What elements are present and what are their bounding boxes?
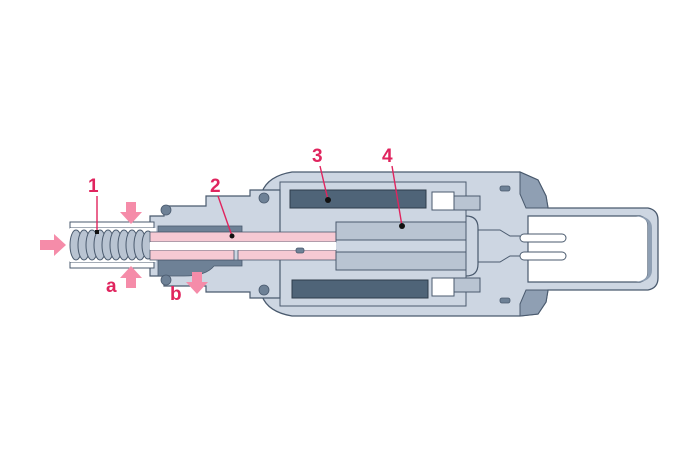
o-ring-seals (160, 185, 511, 304)
a-arrow-down-icon (120, 202, 142, 224)
solenoid-coil (289, 189, 481, 299)
part-labels: 1 2 3 4 a b (88, 146, 393, 305)
label-2: 2 (210, 176, 221, 197)
a-arrow-up-icon (120, 266, 142, 288)
label-1: 1 (88, 176, 99, 197)
label-b: b (170, 284, 182, 305)
inlet-flow-arrow-icon (40, 234, 66, 256)
inlet-tube (69, 221, 156, 269)
leader-lines (95, 165, 405, 239)
flow-arrows (40, 202, 208, 294)
armature (335, 215, 520, 277)
fuel-channel (149, 231, 337, 261)
label-3: 3 (312, 146, 323, 167)
label-4: 4 (382, 146, 393, 167)
b-arrow-down-icon (186, 272, 208, 294)
label-a: a (106, 276, 117, 297)
spring-icon (69, 229, 155, 261)
